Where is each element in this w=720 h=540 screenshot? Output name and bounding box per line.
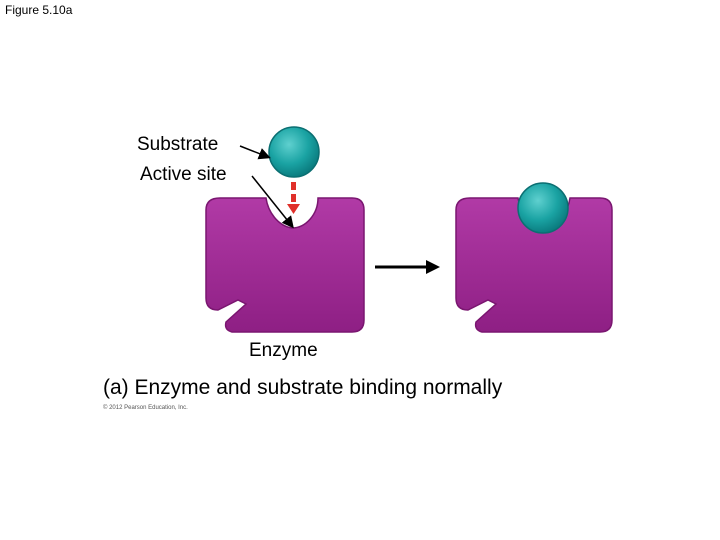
reaction-arrow — [375, 260, 440, 274]
substrate-circle-right — [518, 183, 568, 233]
substrate-circle-left — [269, 127, 319, 177]
substrate-pointer — [240, 146, 268, 157]
copyright-notice: © 2012 Pearson Education, Inc. — [103, 405, 188, 411]
substrate-label: Substrate — [137, 134, 218, 156]
figure-caption: (a) Enzyme and substrate binding normall… — [103, 376, 502, 400]
enzyme-label: Enzyme — [249, 340, 318, 362]
motion-arrow — [287, 182, 300, 214]
active-site-label: Active site — [140, 164, 227, 186]
